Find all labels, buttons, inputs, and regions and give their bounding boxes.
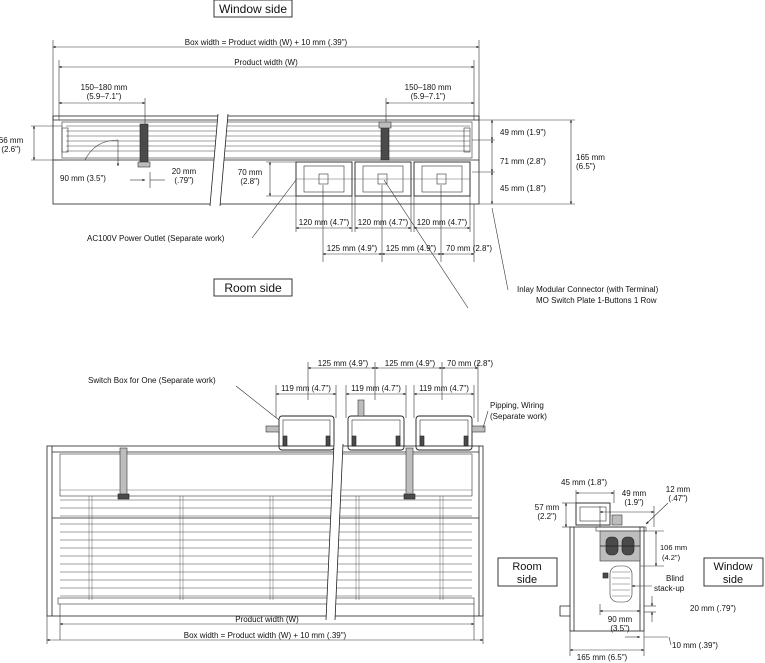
svg-text:Box width = Product width (W): Box width = Product width (W) + 10 mm (.… bbox=[184, 631, 347, 640]
svg-text:(.79"): (.79") bbox=[174, 176, 194, 185]
svg-text:(5.9–7.1"): (5.9–7.1") bbox=[87, 92, 122, 101]
svg-text:106 mm: 106 mm bbox=[660, 543, 687, 552]
svg-text:45 mm (1.8"): 45 mm (1.8") bbox=[561, 478, 607, 487]
room-side-label-top: Room side bbox=[213, 278, 293, 297]
svg-text:(2.8"): (2.8") bbox=[240, 177, 260, 186]
svg-text:49 mm (1.9"): 49 mm (1.9") bbox=[500, 128, 546, 137]
svg-text:70 mm (2.8"): 70 mm (2.8") bbox=[447, 359, 493, 368]
plan-product-width-text: Product width (W) bbox=[234, 58, 298, 67]
svg-text:20 mm (.79"): 20 mm (.79") bbox=[690, 604, 736, 613]
piping-note-1: Pipping, Wiring bbox=[490, 401, 544, 410]
elev-switch-box-1 bbox=[265, 415, 335, 451]
svg-text:49 mm: 49 mm bbox=[622, 489, 647, 498]
plan-view: Box width = Product width (W) + 10 mm (.… bbox=[0, 38, 659, 309]
svg-text:165 mm (6.5"): 165 mm (6.5") bbox=[577, 653, 628, 662]
svg-text:side: side bbox=[517, 574, 537, 586]
svg-text:125 mm (4.9"): 125 mm (4.9") bbox=[318, 359, 369, 368]
window-side-label-top: Window side bbox=[213, 0, 293, 18]
svg-text:Window side: Window side bbox=[219, 2, 287, 16]
svg-text:(6.5"): (6.5") bbox=[576, 162, 596, 171]
svg-text:70 mm: 70 mm bbox=[238, 168, 263, 177]
svg-text:90 mm (3.5"): 90 mm (3.5") bbox=[60, 174, 106, 183]
svg-text:165 mm: 165 mm bbox=[576, 153, 605, 162]
svg-text:120 mm (4.7"): 120 mm (4.7") bbox=[358, 218, 409, 227]
svg-text:120 mm (4.7"): 120 mm (4.7") bbox=[299, 218, 350, 227]
svg-text:20 mm: 20 mm bbox=[172, 167, 197, 176]
svg-text:119 mm (4.7"): 119 mm (4.7") bbox=[351, 384, 401, 393]
plan-box-width-text: Box width = Product width (W) + 10 mm (.… bbox=[185, 38, 348, 47]
svg-text:66 mm: 66 mm bbox=[0, 136, 24, 145]
svg-text:Room: Room bbox=[512, 561, 541, 573]
svg-text:10 mm (.39"): 10 mm (.39") bbox=[672, 641, 718, 650]
svg-text:(1.9"): (1.9") bbox=[624, 498, 644, 507]
svg-text:71 mm (2.8"): 71 mm (2.8") bbox=[500, 157, 546, 166]
svg-text:125 mm (4.9"): 125 mm (4.9") bbox=[386, 244, 437, 253]
svg-text:119 mm (4.7"): 119 mm (4.7") bbox=[281, 384, 331, 393]
svg-text:90 mm: 90 mm bbox=[608, 615, 633, 624]
elevation-view: 125 mm (4.9") 125 mm (4.9") 70 mm (2.8")… bbox=[46, 359, 547, 644]
svg-text:(.47"): (.47") bbox=[668, 494, 688, 503]
switch-box-note: Switch Box for One (Separate work) bbox=[88, 376, 216, 385]
connector-note-2: MO Switch Plate 1-Buttons 1 Row bbox=[536, 296, 657, 305]
svg-text:Blind: Blind bbox=[666, 574, 684, 583]
svg-text:(2.6"): (2.6") bbox=[1, 145, 21, 154]
elev-switch-box-3 bbox=[415, 415, 486, 451]
svg-text:125 mm (4.9"): 125 mm (4.9") bbox=[327, 244, 378, 253]
svg-text:12 mm: 12 mm bbox=[666, 485, 691, 494]
svg-text:Room side: Room side bbox=[224, 281, 282, 295]
connector-note-1: Inlay Modular Connector (with Terminal) bbox=[517, 285, 659, 294]
svg-text:(3.5"): (3.5") bbox=[610, 624, 630, 633]
svg-text:side: side bbox=[723, 574, 743, 586]
svg-text:57 mm: 57 mm bbox=[535, 503, 560, 512]
svg-text:150–180 mm: 150–180 mm bbox=[405, 83, 452, 92]
section-view: Room side Window side bbox=[497, 478, 764, 662]
svg-text:125 mm (4.9"): 125 mm (4.9") bbox=[385, 359, 436, 368]
svg-text:150–180 mm: 150–180 mm bbox=[81, 83, 128, 92]
svg-text:120 mm (4.7"): 120 mm (4.7") bbox=[417, 218, 468, 227]
room-side-label-right: Room side bbox=[497, 557, 558, 587]
elev-switch-box-2 bbox=[347, 399, 405, 451]
svg-text:(2.2"): (2.2") bbox=[537, 512, 557, 521]
svg-text:Window: Window bbox=[713, 561, 752, 573]
window-side-label-right: Window side bbox=[703, 557, 764, 587]
svg-text:70 mm (2.8"): 70 mm (2.8") bbox=[446, 244, 492, 253]
svg-text:stack-up: stack-up bbox=[654, 584, 685, 593]
svg-text:119 mm (4.7"): 119 mm (4.7") bbox=[419, 384, 469, 393]
svg-text:45 mm (1.8"): 45 mm (1.8") bbox=[500, 184, 546, 193]
svg-text:(5.9–7.1"): (5.9–7.1") bbox=[411, 92, 446, 101]
outlet-note: AC100V Power Outlet (Separate work) bbox=[87, 234, 225, 243]
piping-note-2: (Separate work) bbox=[490, 412, 547, 421]
svg-text:(4.2"): (4.2") bbox=[662, 553, 681, 562]
svg-text:Product width (W): Product width (W) bbox=[235, 615, 299, 624]
